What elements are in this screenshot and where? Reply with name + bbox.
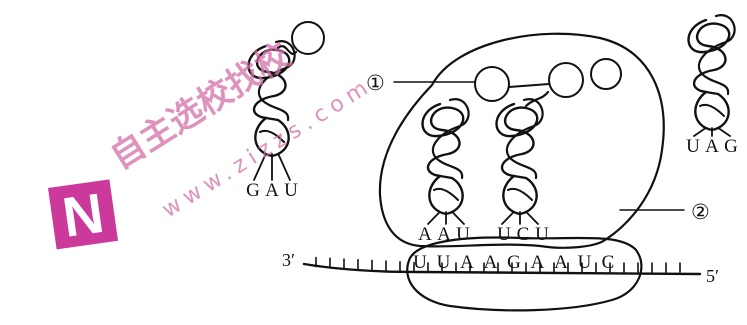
trna-leg xyxy=(526,212,538,224)
anticodon-base: U xyxy=(535,224,549,245)
mrna-base: U xyxy=(413,252,427,273)
trna-leg xyxy=(502,212,514,224)
trna-anticodon-loop xyxy=(503,176,536,214)
trna-leg xyxy=(694,128,706,136)
mrna-5prime-label: 5′ xyxy=(706,266,719,286)
trna-fold xyxy=(497,104,538,176)
ribosome-outline xyxy=(380,34,664,248)
mrna-base: C xyxy=(602,252,615,273)
mrna-base: U xyxy=(437,252,451,273)
marker-2-label: ② xyxy=(691,200,710,224)
trna-anticodon-loop xyxy=(429,176,462,214)
watermark-logo: N xyxy=(48,179,118,250)
trna-leg xyxy=(278,154,290,180)
anticodon-base: A xyxy=(265,180,279,201)
anticodon-base: C xyxy=(517,224,530,245)
trna-leg xyxy=(718,128,730,136)
trna-anticodon-loop xyxy=(508,189,532,200)
amino-acid-free xyxy=(292,22,324,54)
amino-acid-3 xyxy=(591,59,621,89)
amino-acid-2 xyxy=(549,63,583,97)
mrna-base: A xyxy=(460,252,474,273)
mrna-3prime-label: 3′ xyxy=(282,250,295,270)
anticodon-base: A xyxy=(418,224,432,245)
anticodon-base: A xyxy=(437,224,451,245)
peptide-bond xyxy=(509,84,549,87)
mrna-base: A xyxy=(554,252,568,273)
anticodon-base: U xyxy=(284,180,298,201)
trna-fold xyxy=(423,104,464,176)
mrna-base: A xyxy=(531,252,545,273)
trna-anticodon-loop xyxy=(434,189,458,200)
trna-leg xyxy=(428,212,440,224)
anticodon-base: U xyxy=(456,224,470,245)
amino-acid-1 xyxy=(475,67,509,101)
trna-anticodon-loop xyxy=(700,105,724,116)
mrna-base: A xyxy=(484,252,498,273)
mrna-base: G xyxy=(507,252,521,273)
trna-anticodon-loop xyxy=(695,92,728,130)
trna-fold xyxy=(689,20,730,92)
anticodon-base: A xyxy=(705,136,719,157)
anticodon-base: U xyxy=(686,136,700,157)
watermark: N 自主选校找校 www.zizzs.com xyxy=(48,36,377,251)
mrna-base: U xyxy=(578,252,592,273)
anticodon-base: G xyxy=(246,180,260,201)
anticodon-base: U xyxy=(497,224,511,245)
trna-leg xyxy=(452,212,464,224)
anticodon-base: G xyxy=(724,136,738,157)
